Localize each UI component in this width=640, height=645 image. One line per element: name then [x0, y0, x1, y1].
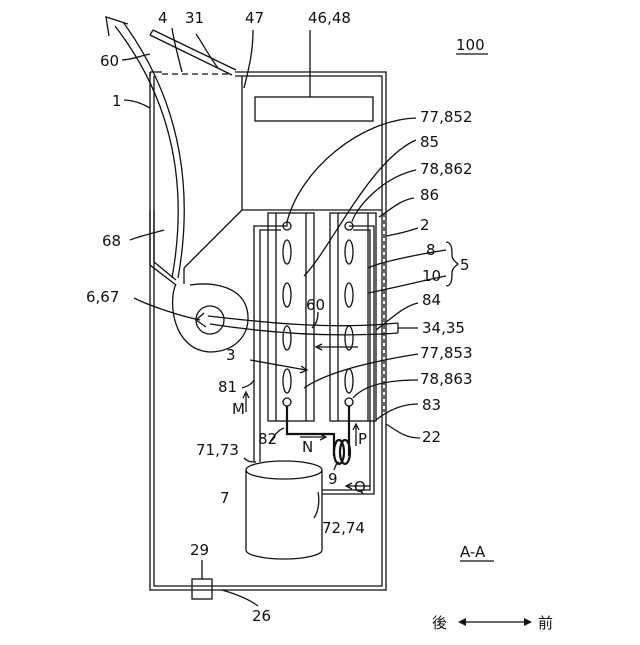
label-78-863: 78,863: [420, 370, 473, 388]
label-P: P: [358, 430, 367, 448]
display-panel: [255, 97, 373, 121]
label-60-top: 60: [100, 52, 119, 70]
heat-exchanger-left: [268, 213, 314, 421]
direction-front: 前: [538, 614, 553, 632]
fan: [173, 284, 248, 352]
label-84: 84: [422, 291, 441, 309]
label-6-67: 6,67: [86, 288, 119, 306]
arrowhead-back: [458, 618, 466, 626]
label-78-862: 78,862: [420, 160, 473, 178]
label-47: 47: [245, 9, 264, 27]
label-29: 29: [190, 541, 209, 559]
label-82: 82: [258, 430, 277, 448]
label-71-73: 71,73: [196, 441, 239, 459]
label-2: 2: [420, 216, 430, 234]
label-86: 86: [420, 186, 439, 204]
heat-exchanger-right: [330, 213, 376, 421]
direction-indicator: 後 前: [432, 614, 553, 632]
label-72-74: 72,74: [322, 519, 365, 537]
brace-5: [446, 242, 458, 286]
label-60-mid: 60: [306, 296, 325, 314]
label-Q: Q: [354, 478, 366, 496]
section-label-group: A-A: [460, 543, 494, 561]
connecting-pipe: [287, 406, 350, 464]
label-5: 5: [460, 256, 470, 274]
label-77-852: 77,852: [420, 108, 473, 126]
pipe-81: [254, 222, 287, 462]
label-83: 83: [422, 396, 441, 414]
figure-id: 100: [456, 36, 488, 54]
label-N: N: [302, 438, 313, 456]
label-22: 22: [422, 428, 441, 446]
label-34-35: 34,35: [422, 319, 465, 337]
label-10: 10: [422, 267, 441, 285]
label-3: 3: [226, 346, 236, 364]
label-8: 8: [426, 241, 436, 259]
label-85: 85: [420, 133, 439, 151]
reference-labels: 4 31 47 46,48 60 1 77,852 85 78,862 86 2…: [86, 9, 473, 625]
lid: [150, 30, 236, 75]
label-26: 26: [252, 607, 271, 625]
label-31: 31: [185, 9, 204, 27]
tank: [246, 461, 322, 559]
direction-back: 後: [432, 614, 447, 632]
label-M: M: [232, 400, 245, 418]
label-9: 9: [328, 470, 338, 488]
label-4: 4: [158, 9, 168, 27]
figure-number: 100: [456, 36, 485, 54]
arrowhead-front: [524, 618, 532, 626]
drain-valve: [192, 579, 212, 599]
label-77-853: 77,853: [420, 344, 473, 362]
label-46-48: 46,48: [308, 9, 351, 27]
label-7: 7: [220, 489, 230, 507]
label-1: 1: [112, 92, 122, 110]
section-label: A-A: [460, 543, 486, 561]
label-68: 68: [102, 232, 121, 250]
label-81: 81: [218, 378, 237, 396]
